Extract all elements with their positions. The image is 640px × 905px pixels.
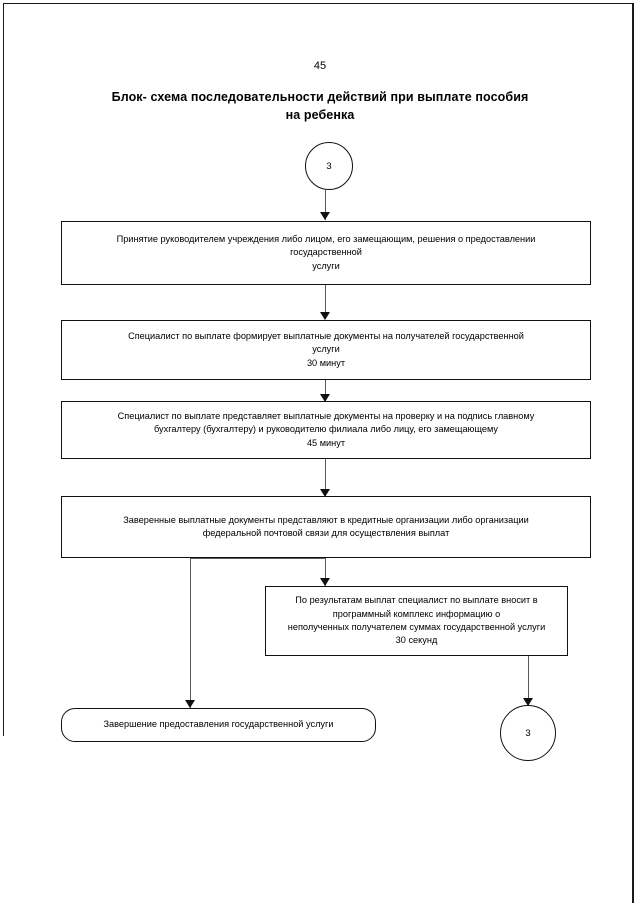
connector-step2-to-step3 <box>325 380 326 402</box>
connector-circle-to-step1 <box>325 190 326 220</box>
flow-terminator-end-label: Завершение предоставления государственно… <box>103 719 334 730</box>
arrowhead-into-step1 <box>320 212 330 220</box>
flow-step-3: Специалист по выплате представляет выпла… <box>61 401 591 459</box>
flow-terminator-end: Завершение предоставления государственно… <box>61 708 376 742</box>
arrowhead-into-step4 <box>320 489 330 497</box>
page-number: 45 <box>313 60 327 72</box>
connector-step4-to-terminator <box>190 558 191 708</box>
flow-step-1: Принятие руководителем учреждения либо л… <box>61 221 591 285</box>
arrowhead-into-step3 <box>320 394 330 402</box>
flow-connector-bottom-label: 3 <box>525 727 531 739</box>
page-title: Блок- схема последовательности действий … <box>111 90 529 123</box>
flow-connector-bottom: 3 <box>500 705 556 761</box>
connector-step4-to-step5 <box>325 558 326 586</box>
flow-step-2-label: Специалист по выплате формирует выплатны… <box>128 330 524 368</box>
connector-step1-to-step2 <box>325 285 326 319</box>
flow-step-2: Специалист по выплате формирует выплатны… <box>61 320 591 380</box>
flow-connector-top-label: 3 <box>326 160 332 172</box>
arrowhead-into-terminator <box>185 700 195 708</box>
page-frame-left-rule <box>3 3 4 736</box>
flow-step-3-label: Специалист по выплате представляет выпла… <box>117 410 535 448</box>
connector-step4-branch-bus <box>190 558 326 559</box>
arrowhead-into-connector-bottom <box>523 698 533 706</box>
arrowhead-into-step2 <box>320 312 330 320</box>
flow-step-5-label: По результатам выплат специалист по выпл… <box>287 595 546 646</box>
connector-step5-to-circle <box>528 656 529 706</box>
flow-step-4: Заверенные выплатные документы представл… <box>61 496 591 558</box>
arrowhead-into-step5 <box>320 578 330 586</box>
flow-step-1-label: Принятие руководителем учреждения либо л… <box>116 233 536 271</box>
flow-step-5: По результатам выплат специалист по выпл… <box>265 586 568 656</box>
flow-step-4-label: Заверенные выплатные документы представл… <box>123 514 529 538</box>
page-frame-right-rule <box>632 3 634 903</box>
page-frame-top-rule <box>3 3 633 4</box>
connector-step3-to-step4 <box>325 459 326 497</box>
flow-connector-top: 3 <box>305 142 353 190</box>
